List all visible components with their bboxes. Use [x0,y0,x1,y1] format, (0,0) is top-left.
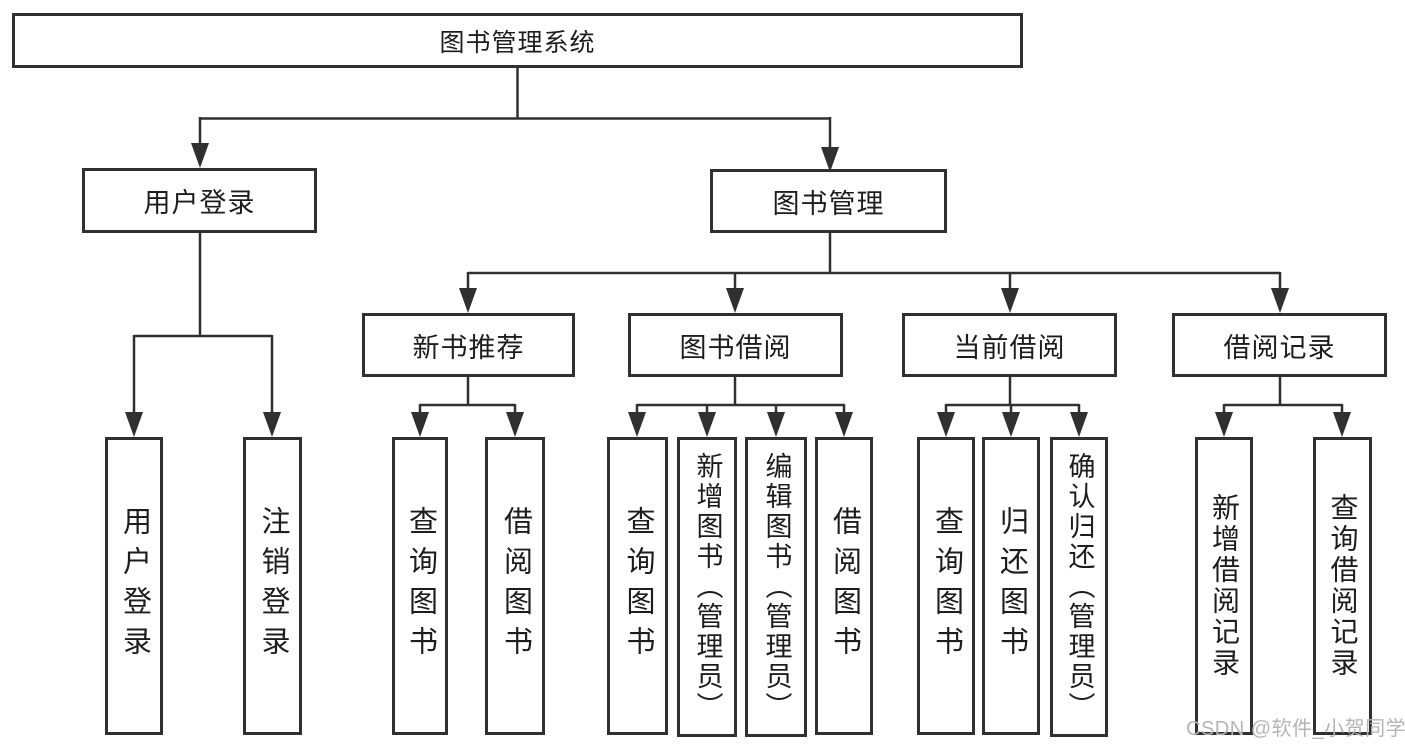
arrow-down-icon [698,412,716,437]
node-user-login: 用户登录 [82,168,317,233]
node-label: 图书管理 [772,188,885,219]
node-bb-borrow-books: 借阅图书 [815,437,873,735]
arrow-down-icon [411,412,429,437]
node-nb-borrow-books: 借阅图书 [485,437,545,735]
arrow-down-icon [1001,288,1019,313]
arrow-down-icon [1002,412,1020,437]
node-bb-add-books-admin: 新增图书（管理员） [677,437,737,737]
node-label: 归还图书 [995,506,1028,666]
connector-user-login-to-children [125,233,281,437]
node-label: 编辑图书（管理员） [761,452,792,722]
node-label: 借阅记录 [1223,332,1336,363]
connector-new-book-recommend-to-children [411,377,524,437]
watermark: CSDN @软件_小贺同学 [1186,718,1405,740]
arrow-down-icon [263,412,281,437]
node-label: 查询图书 [930,506,963,666]
node-label: 图书借阅 [679,332,792,363]
arrow-down-icon [459,288,477,313]
connector-current-borrowing-to-children [937,377,1088,437]
arrow-down-icon [937,412,955,437]
node-label: 当前借阅 [953,332,1066,363]
node-new-book-recommend: 新书推荐 [362,313,575,377]
arrow-down-icon [835,412,853,437]
node-label: 注销登录 [257,506,289,666]
node-logout-leaf: 注销登录 [243,437,302,735]
node-root: 图书管理系统 [12,13,1023,68]
arrow-down-icon [125,412,143,437]
node-bb-edit-books-admin: 编辑图书（管理员） [745,437,807,737]
arrow-down-icon [1070,412,1088,437]
node-bb-query-books: 查询图书 [607,437,668,735]
connector-borrowing-records-to-children [1215,377,1351,437]
node-label: 借阅图书 [499,506,532,666]
node-nb-query-books: 查询图书 [392,437,448,735]
arrow-down-icon [506,412,524,437]
node-borrowing-records: 借阅记录 [1172,313,1387,377]
node-cb-confirm-return-admin: 确认归还（管理员） [1050,437,1108,737]
node-label: 图书管理系统 [439,28,596,57]
connector-book-management-to-level3 [459,233,1289,313]
node-label: 查询图书 [622,506,654,666]
node-label: 用户登录 [118,506,151,666]
node-label: 新增图书（管理员） [692,452,723,722]
arrow-down-icon [628,412,646,437]
node-label: 用户登录 [143,188,256,218]
node-user-login-leaf: 用户登录 [105,437,163,735]
node-br-add-record: 新增借阅记录 [1195,437,1253,735]
node-label: 新增借阅记录 [1209,493,1240,679]
arrow-down-icon [767,412,785,437]
arrow-down-icon [726,288,744,313]
connector-root-to-level2 [191,68,839,172]
arrow-down-icon [191,143,209,168]
node-label: 查询借阅记录 [1327,493,1359,679]
arrow-down-icon [1215,412,1233,437]
node-cb-query-books: 查询图书 [917,437,975,735]
node-label: 借阅图书 [828,506,861,666]
node-label: 确认归还（管理员） [1064,452,1095,722]
arrow-down-icon [1333,412,1351,437]
arrow-down-icon [1271,288,1289,313]
connector-book-borrowing-to-children [628,377,853,437]
node-book-management: 图书管理 [710,169,947,233]
arrow-down-icon [821,147,839,172]
node-cb-return-books: 归还图书 [982,437,1040,735]
node-label: 新书推荐 [412,332,525,363]
node-br-query-record: 查询借阅记录 [1313,437,1372,735]
node-current-borrowing: 当前借阅 [902,313,1117,377]
node-label: 查询图书 [404,506,437,666]
node-book-borrowing: 图书借阅 [628,313,843,377]
